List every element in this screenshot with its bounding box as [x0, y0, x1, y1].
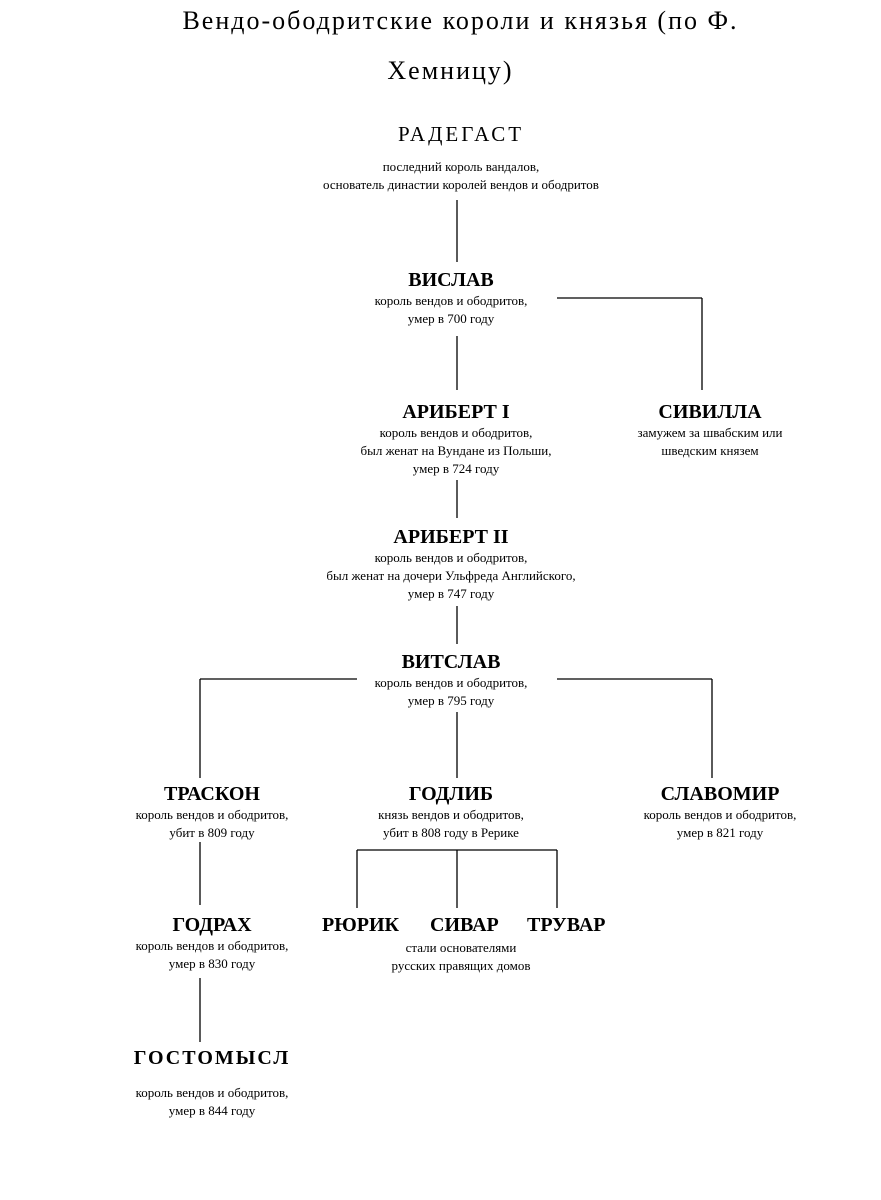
desc-line: русских правящих домов — [391, 958, 531, 973]
desc-line: король вендов и ободритов, — [374, 675, 528, 690]
desc-sivilla: замужем за швабским или шведским князем — [580, 424, 840, 460]
node-vitslav: ВИТСЛАВ король вендов и ободритов, умер … — [291, 650, 611, 710]
name-vislav: ВИСЛАВ — [408, 269, 494, 291]
desc-line: умер в 821 году — [676, 825, 764, 840]
name-slavomir: СЛАВОМИР — [660, 783, 780, 805]
name-traskon: ТРАСКОН — [163, 783, 260, 805]
desc-line: замужем за швабским или — [637, 425, 783, 440]
name-vitslav: ВИТСЛАВ — [401, 651, 501, 673]
desc-line: король вендов и ободритов, — [374, 293, 528, 308]
desc-line: князь вендов и ободритов, — [378, 807, 524, 822]
node-radegast: РАДЕГАСТ последний король вандалов, осно… — [291, 122, 631, 194]
diagram-title-line-2: Хемницу) — [387, 56, 514, 85]
desc-line: король вендов и ободритов, — [135, 938, 289, 953]
desc-traskon: король вендов и ободритов, убит в 809 го… — [82, 806, 342, 842]
diagram-title-line-1: Вендо-ободритские короли и князья (по Ф. — [182, 6, 739, 35]
node-traskon: ТРАСКОН король вендов и ободритов, убит … — [82, 782, 342, 842]
desc-line: был женат на Вундане из Польши, — [360, 443, 552, 458]
name-gostomysl: ГОСТОМЫСЛ — [133, 1047, 291, 1069]
desc-gostomysl: король вендов и ободритов, умер в 844 го… — [82, 1084, 342, 1120]
desc-line: стали основателями — [405, 940, 517, 955]
desc-line: основатель династии королей вендов и обо… — [323, 177, 599, 192]
name-sivilla: СИВИЛЛА — [658, 401, 762, 423]
desc-line: умер в 747 году — [407, 586, 495, 601]
desc-line: убит в 809 году — [169, 825, 255, 840]
node-gostomysl: ГОСТОМЫСЛ король вендов и ободритов, уме… — [82, 1046, 342, 1120]
desc-line: король вендов и ободритов, — [135, 807, 289, 822]
node-godrah: ГОДРАХ король вендов и ободритов, умер в… — [82, 913, 342, 973]
desc-godlib: князь вендов и ободритов, убит в 808 год… — [311, 806, 591, 842]
desc-line: убит в 808 году в Рерике — [383, 825, 519, 840]
name-rurik: РЮРИК — [322, 914, 400, 936]
name-sivar: СИВАР — [430, 914, 499, 936]
node-aribert-2: АРИБЕРТ II король вендов и ободритов, бы… — [291, 525, 611, 603]
desc-line: умер в 830 году — [168, 956, 256, 971]
node-sivilla: СИВИЛЛА замужем за швабским или шведским… — [580, 400, 840, 460]
node-aribert-1: АРИБЕРТ I король вендов и ободритов, был… — [296, 400, 616, 478]
name-truvar: ТРУВАР — [527, 914, 606, 936]
desc-line: умер в 700 году — [407, 311, 495, 326]
desc-aribert-1: король вендов и ободритов, был женат на … — [296, 424, 616, 478]
node-slavomir: СЛАВОМИР король вендов и ободритов, умер… — [590, 782, 850, 842]
desc-vitslav: король вендов и ободритов, умер в 795 го… — [291, 674, 611, 710]
desc-line: король вендов и ободритов, — [643, 807, 797, 822]
desc-line: умер в 724 году — [412, 461, 500, 476]
name-godrah: ГОДРАХ — [172, 914, 252, 936]
desc-line: умер в 844 году — [168, 1103, 256, 1118]
desc-line: король вендов и ободритов, — [374, 550, 528, 565]
desc-line: король вендов и ободритов, — [379, 425, 533, 440]
desc-radegast: последний король вандалов, основатель ди… — [291, 158, 631, 194]
desc-line: умер в 795 году — [407, 693, 495, 708]
node-godlib: ГОДЛИБ князь вендов и ободритов, убит в … — [311, 782, 591, 842]
desc-slavomir: король вендов и ободритов, умер в 821 го… — [590, 806, 850, 842]
desc-line: был женат на дочери Ульфреда Английского… — [326, 568, 576, 583]
desc-line: король вендов и ободритов, — [135, 1085, 289, 1100]
desc-line: шведским князем — [661, 443, 759, 458]
desc-godrah: король вендов и ободритов, умер в 830 го… — [82, 937, 342, 973]
desc-line: последний король вандалов, — [382, 159, 540, 174]
name-radegast: РАДЕГАСТ — [397, 122, 525, 146]
desc-vislav: король вендов и ободритов, умер в 700 го… — [291, 292, 611, 328]
name-godlib: ГОДЛИБ — [408, 783, 494, 805]
name-aribert-2: АРИБЕРТ II — [393, 526, 509, 548]
name-aribert-1: АРИБЕРТ I — [402, 401, 510, 423]
node-vislav: ВИСЛАВ король вендов и ободритов, умер в… — [291, 268, 611, 328]
desc-brothers: стали основателями русских правящих домо… — [331, 939, 591, 975]
desc-aribert-2: король вендов и ободритов, был женат на … — [291, 549, 611, 603]
